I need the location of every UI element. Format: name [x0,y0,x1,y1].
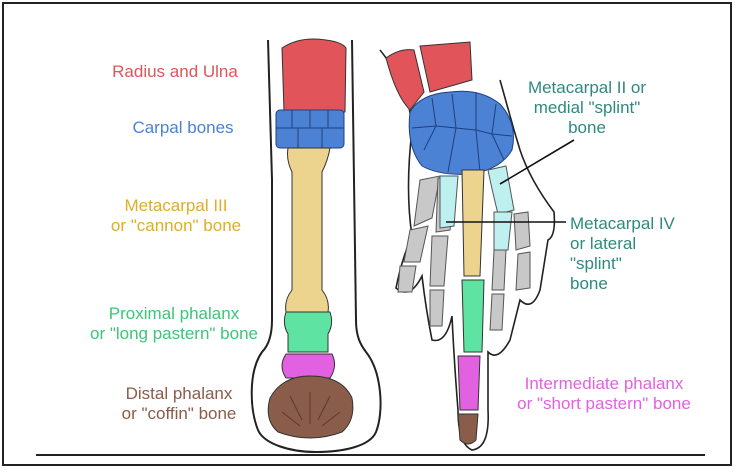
label-metacarpal-iv-line4: bone [570,274,710,294]
label-carpal-bones: Carpal bones [110,118,256,138]
hand-metacarpal-iv [488,166,514,214]
label-metacarpal-iv-line3: "splint" [570,254,710,274]
label-distal-phalanx: Distal phalanx or "coffin" bone [104,384,254,424]
label-metacarpal-iii-line1: Metacarpal III [94,196,258,216]
label-metacarpal-iv-line1: Metacarpal IV [570,214,710,234]
label-metacarpal-ii-line2: medial "splint" [510,98,664,118]
label-intermediate-phalanx: Intermediate phalanx or "short pastern" … [500,374,708,414]
hand-proximal-phalanx [462,280,484,352]
label-metacarpal-iii-line2: or "cannon" bone [94,216,258,236]
label-distal-phalanx-line2: or "coffin" bone [104,404,254,424]
label-metacarpal-ii: Metacarpal II or medial "splint" bone [510,78,664,138]
hand-radius [420,42,472,92]
label-metacarpal-iv-line2: or lateral [570,234,710,254]
label-distal-phalanx-line1: Distal phalanx [104,384,254,404]
horse-intermediate-phalanx [282,354,335,378]
label-radius-ulna: Radius and Ulna [88,62,262,82]
hand-distal-phalanx [458,414,478,444]
hand-metacarpal-ii [440,176,458,228]
hand-metacarpal-iii [462,170,484,276]
horse-radius-ulna [282,39,346,112]
hand-carpal-bones [409,91,513,174]
label-proximal-phalanx-line2: or "long pastern" bone [76,324,272,344]
horse-distal-phalanx [268,376,353,438]
horse-metacarpal-iii [286,148,330,312]
horse-leg [252,39,381,452]
label-metacarpal-ii-line1: Metacarpal II or [510,78,664,98]
hand-intermediate-phalanx [458,356,480,410]
horse-proximal-phalanx [284,312,331,352]
label-metacarpal-ii-line3: bone [510,118,664,138]
hand-ulna [386,50,424,110]
label-metacarpal-iv: Metacarpal IV or lateral "splint" bone [570,214,710,294]
label-metacarpal-iii: Metacarpal III or "cannon" bone [94,196,258,236]
label-intermediate-phalanx-line2: or "short pastern" bone [500,394,708,414]
label-intermediate-phalanx-line1: Intermediate phalanx [500,374,708,394]
horse-carpal-bones [276,110,344,148]
label-proximal-phalanx-line1: Proximal phalanx [76,304,272,324]
label-proximal-phalanx: Proximal phalanx or "long pastern" bone [76,304,272,344]
